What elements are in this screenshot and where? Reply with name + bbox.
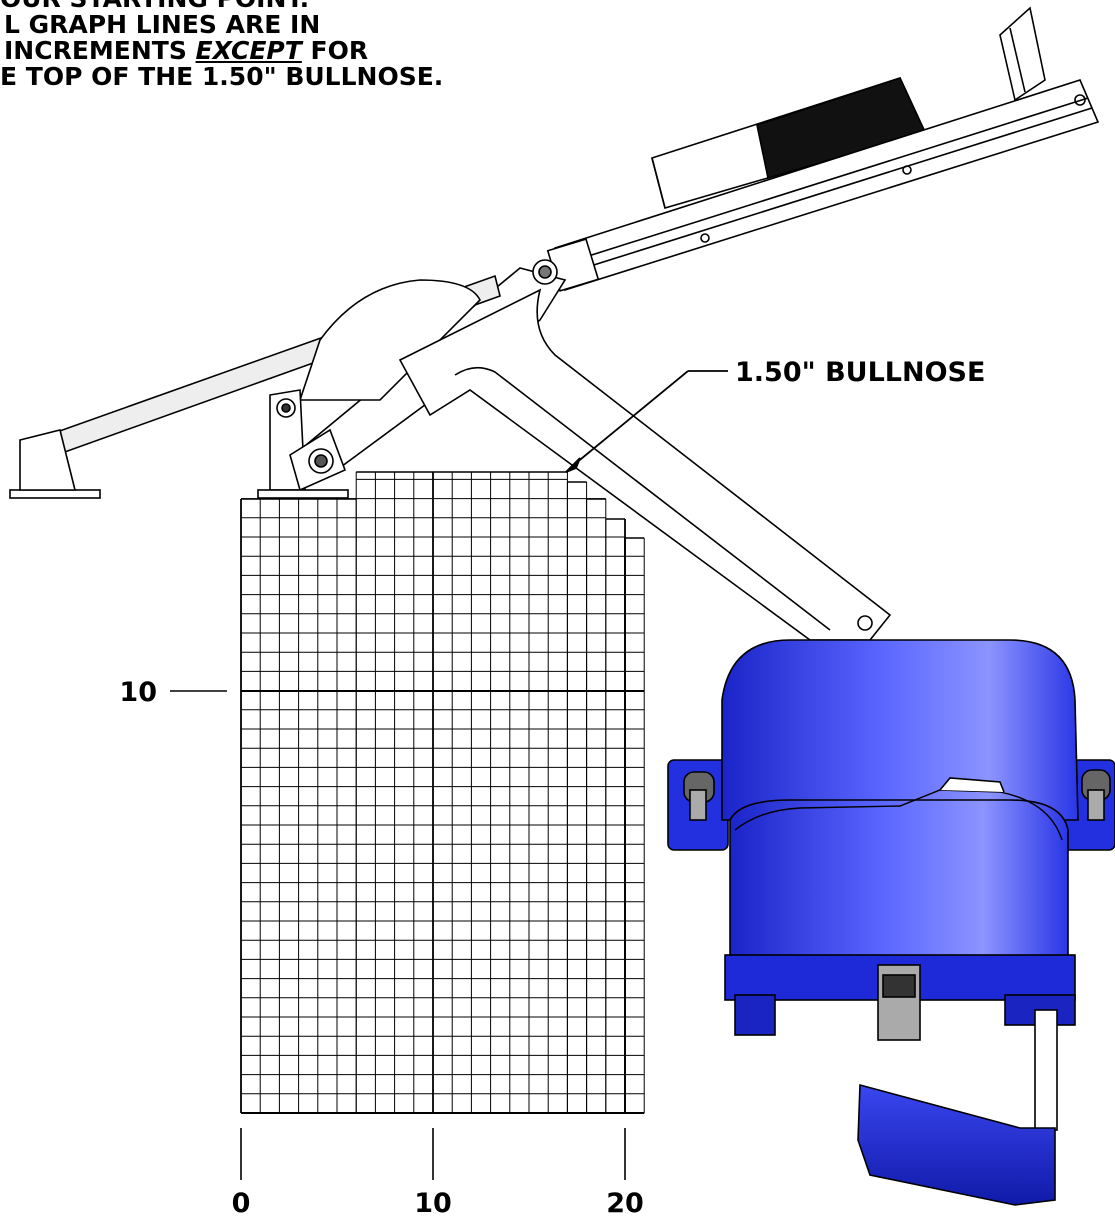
stairlift-seat	[667, 639, 1115, 1206]
note-line-3-post: FOR	[301, 36, 369, 65]
instruction-note: OUR STARTING POINT. L GRAPH LINES ARE IN…	[0, 0, 470, 90]
axis-ticks	[170, 690, 626, 1180]
note-line-4: E TOP OF THE 1.50" BULLNOSE.	[0, 62, 444, 91]
note-line-1: OUR STARTING POINT.	[0, 0, 470, 12]
base-plate-left	[9, 489, 101, 499]
base-plate-mid	[257, 489, 349, 499]
footrest-post	[1034, 1009, 1058, 1131]
note-line-3: INCREMENTS EXCEPT FOR	[0, 38, 470, 64]
footrest	[857, 1083, 1056, 1206]
x-axis-label-20: 20	[606, 1188, 644, 1219]
swing-arm	[398, 288, 892, 641]
measurement-grid	[240, 471, 645, 1114]
x-axis-label-0: 0	[232, 1188, 251, 1219]
lower-pivot	[289, 428, 347, 492]
seat-cushion	[729, 799, 1069, 961]
note-line-3-emphasis: EXCEPT	[195, 36, 302, 65]
note-line-3-pre: INCREMENTS	[4, 36, 196, 65]
rail-assembly	[9, 6, 1100, 641]
x-axis-label-10: 10	[414, 1188, 452, 1219]
note-line-2: L GRAPH LINES ARE IN	[4, 10, 321, 39]
rail-beam	[546, 79, 1100, 292]
bullnose-leader	[565, 370, 728, 473]
bullnose-callout-label: 1.50" BULLNOSE	[735, 357, 985, 388]
motor-housing	[651, 6, 1046, 209]
seat-backrest	[721, 639, 1079, 821]
y-axis-label-10: 10	[119, 677, 157, 708]
left-arm-mount	[667, 759, 729, 851]
